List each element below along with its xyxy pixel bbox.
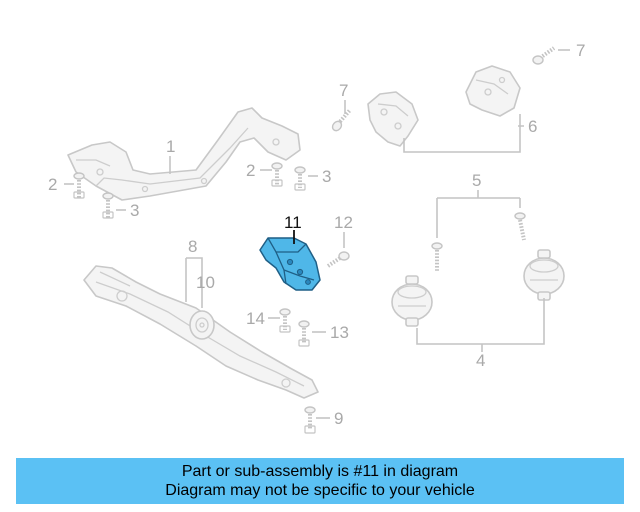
callout-11: 11	[284, 213, 302, 232]
callout-3b: 3	[322, 167, 331, 186]
leader-lines	[64, 49, 570, 419]
callout-14: 14	[246, 309, 265, 328]
callout-7a: 7	[339, 81, 348, 100]
bolt-icon-13	[298, 320, 310, 347]
callout-4: 4	[476, 351, 485, 370]
bolt-icon-7b	[532, 46, 556, 65]
banner-line-2: Diagram may not be specific to your vehi…	[165, 482, 475, 499]
bolt-icon-2b	[271, 162, 283, 187]
callout-1: 1	[166, 137, 175, 156]
callout-7b: 7	[576, 41, 585, 60]
crossmember-part-1	[67, 107, 301, 201]
banner-line-1: Part or sub-assembly is #11 in diagram	[181, 463, 459, 480]
callout-6: 6	[528, 117, 537, 136]
bolt-icon-2a	[73, 172, 85, 199]
bolt-icon-12	[326, 251, 350, 268]
engine-mount-part-4-left	[391, 275, 433, 327]
bolt-icon-5b	[514, 212, 526, 241]
engine-bracket-part-6-right	[465, 65, 521, 117]
bolt-icon-9	[304, 406, 316, 434]
bolt-icon-5a	[431, 242, 443, 272]
bracket-part-11[interactable]	[259, 237, 321, 291]
bolt-icon-3a	[102, 192, 114, 219]
bolt-icon-3b	[294, 166, 306, 191]
callout-2a: 2	[48, 175, 57, 194]
callout-3a: 3	[130, 201, 139, 220]
engine-mount-part-4-right	[523, 249, 565, 301]
callout-5: 5	[472, 171, 481, 190]
callout-10: 10	[196, 273, 215, 292]
callout-12: 12	[334, 213, 353, 232]
callout-13: 13	[330, 323, 349, 342]
bolt-icon-14	[279, 308, 291, 333]
callout-2b: 2	[246, 161, 255, 180]
callout-9: 9	[334, 409, 343, 428]
callout-8: 8	[188, 237, 197, 256]
bushing-part-10	[189, 310, 215, 340]
engine-bracket-part-6-left	[367, 91, 419, 147]
info-banner: Part or sub-assembly is #11 in diagram D…	[16, 458, 624, 504]
bolt-icon-7a	[331, 108, 352, 132]
